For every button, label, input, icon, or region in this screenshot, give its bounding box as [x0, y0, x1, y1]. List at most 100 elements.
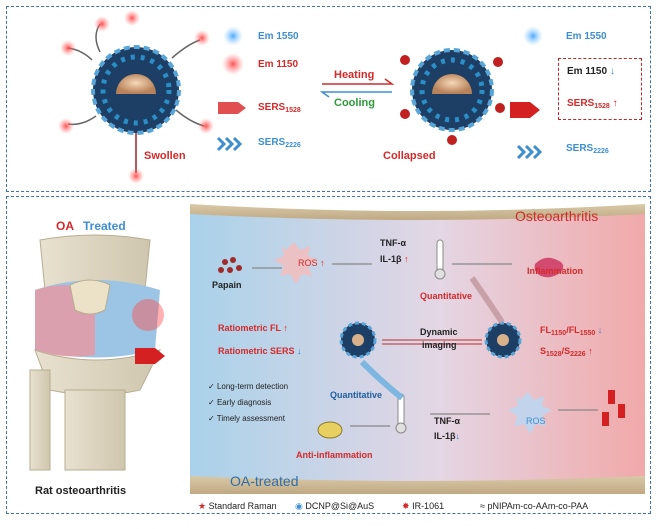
- heating-label: Heating: [334, 69, 375, 81]
- sers2226-arrow: [216, 136, 243, 152]
- check-text-2: Early diagnosis: [216, 398, 272, 407]
- dynamic-label: Dynamic: [420, 327, 458, 337]
- sers1528-r-sub: 1528: [594, 103, 610, 110]
- legend-polymer: ≈ pNIPAm-co-AAm-co-PAA: [480, 501, 588, 511]
- s-b: /S: [561, 346, 571, 356]
- sers1528-arrow-r: [510, 102, 540, 118]
- change-box: [558, 58, 642, 120]
- nanoparticle-icon: ◉: [295, 501, 303, 511]
- burst-icon: ✸: [402, 501, 410, 511]
- swollen-label: Swollen: [144, 150, 186, 162]
- tnf-bottom-label: TNF-α: [434, 416, 461, 426]
- cooling-label: Cooling: [334, 97, 375, 109]
- wave-icon: ≈: [480, 501, 485, 511]
- em1150-r-text: Em 1150: [567, 66, 608, 77]
- fl-ratio-label: FL1150/FL1550 ↓: [540, 325, 602, 337]
- ros-bottom-label: ROS: [526, 416, 546, 426]
- sers2226-r-main: SERS: [566, 143, 594, 154]
- knee-illustration: [29, 234, 165, 471]
- up-arrow-icon: ↑: [588, 346, 593, 356]
- anti-inflammation-label: Anti-inflammation: [296, 450, 373, 460]
- papain-label: Papain: [212, 280, 242, 290]
- check-icon: ✓: [208, 382, 217, 391]
- fl-b-sub: 1550: [579, 330, 596, 337]
- sers2226-arrow-r: [516, 144, 543, 160]
- legend-ir-text: IR-1061: [412, 501, 445, 511]
- sers1528-sub: 1528: [285, 107, 301, 114]
- quantitative-bottom-label: Quantitative: [330, 390, 383, 400]
- collapsed-label: Collapsed: [383, 150, 436, 162]
- oa-label: OA: [56, 219, 74, 233]
- ratiometric-fl-label: Ratiometric FL ↑: [218, 323, 288, 333]
- legend-ir: ✸ IR-1061: [402, 501, 444, 512]
- star-icon: ★: [198, 501, 207, 511]
- sers1528-main: SERS: [258, 102, 286, 113]
- heating-arrow: [322, 78, 395, 85]
- em1550-glyph: [223, 26, 243, 46]
- check-icon: ✓: [208, 398, 217, 407]
- em1150-glyph: [222, 53, 244, 75]
- ratiometric-sers-label: Ratiometric SERS ↓: [218, 346, 302, 356]
- up-arrow-icon: ↑: [404, 254, 409, 264]
- em1150-label: Em 1150: [258, 59, 299, 70]
- swollen-nanoparticle: [58, 10, 214, 184]
- s-a-sub: 1528: [546, 351, 562, 358]
- imaging-label: imaging: [422, 340, 457, 350]
- il-bottom-text: IL-1β: [434, 431, 456, 441]
- bottom-panel-frame: [6, 196, 651, 514]
- ros-top-text: ROS: [298, 258, 318, 268]
- em1550-label-r: Em 1550: [566, 31, 607, 42]
- il-bottom-label: IL-1β↓: [434, 431, 460, 441]
- em1550-label: Em 1550: [258, 31, 299, 42]
- tnf-top-label: TNF-α: [380, 238, 407, 248]
- down-arrow-icon: ↓: [597, 325, 603, 335]
- sers2226-label: SERS2226: [258, 137, 301, 149]
- legend-standard-raman-text: Standard Raman: [208, 501, 277, 511]
- legend-dcnp: ◉ DCNP@Si@AuS: [295, 501, 374, 512]
- sers2226-label-r: SERS2226: [566, 143, 609, 155]
- top-panel-art: [58, 10, 543, 184]
- legend-dcnp-text: DCNP@Si@AuS: [305, 501, 375, 511]
- cooling-arrow: [319, 91, 392, 98]
- sers1528-arrow: [218, 102, 246, 114]
- s-a: S: [540, 346, 547, 356]
- knee-caption: Rat osteoarthritis: [35, 485, 127, 497]
- inflammation-label: Inflammation: [527, 266, 584, 276]
- il-top-label: IL-1β ↑: [380, 254, 409, 264]
- s-ratio-label: S1528/S2226 ↑: [540, 346, 593, 358]
- sers1528-label-r: SERS1528 ↑: [567, 98, 618, 110]
- sers1528-label: SERS1528: [258, 102, 301, 114]
- osteoarthritis-title: Osteoarthritis: [515, 208, 599, 224]
- fl-a: FL: [540, 325, 551, 335]
- em1150-label-r: Em 1150 ↓: [567, 66, 615, 77]
- check-icon: ✓: [208, 414, 217, 423]
- legend-polymer-text: pNIPAm-co-AAm-co-PAA: [487, 501, 589, 511]
- main-panel-bg: [190, 204, 645, 494]
- check-text-3: Timely assessment: [216, 414, 285, 423]
- check-text-1: Long-term detection: [216, 382, 289, 391]
- il-top-text: IL-1β: [380, 254, 402, 264]
- check-item-2: ✓ Early diagnosis: [208, 398, 271, 407]
- sers2226-main: SERS: [258, 137, 286, 148]
- ratiometric-fl-text: Ratiometric FL: [218, 323, 281, 333]
- ros-top-label: ROS ↑: [298, 258, 325, 268]
- sers2226-sub: 2226: [285, 142, 301, 149]
- check-item-3: ✓ Timely assessment: [208, 414, 285, 423]
- collapsed-nanoparticle: [400, 48, 505, 145]
- up-arrow-icon: ↑: [612, 98, 618, 109]
- quantitative-top-label: Quantitative: [420, 291, 473, 301]
- ratiometric-sers-text: Ratiometric SERS: [218, 346, 295, 356]
- check-item-1: ✓ Long-term detection: [208, 382, 288, 391]
- top-panel-frame: [6, 6, 651, 192]
- up-arrow-icon: ↑: [320, 258, 325, 268]
- sers1528-r-main: SERS: [567, 98, 595, 109]
- s-b-sub: 2226: [570, 351, 586, 358]
- fl-a-sub: 1150: [551, 330, 567, 337]
- up-arrow-icon: ↑: [283, 323, 288, 333]
- oa-treated-title: OA-treated: [230, 473, 299, 489]
- em1550-glyph-r: [523, 26, 543, 46]
- down-arrow-icon: ↓: [455, 431, 461, 441]
- sers2226-r-sub: 2226: [593, 148, 609, 155]
- treated-label: Treated: [83, 219, 126, 233]
